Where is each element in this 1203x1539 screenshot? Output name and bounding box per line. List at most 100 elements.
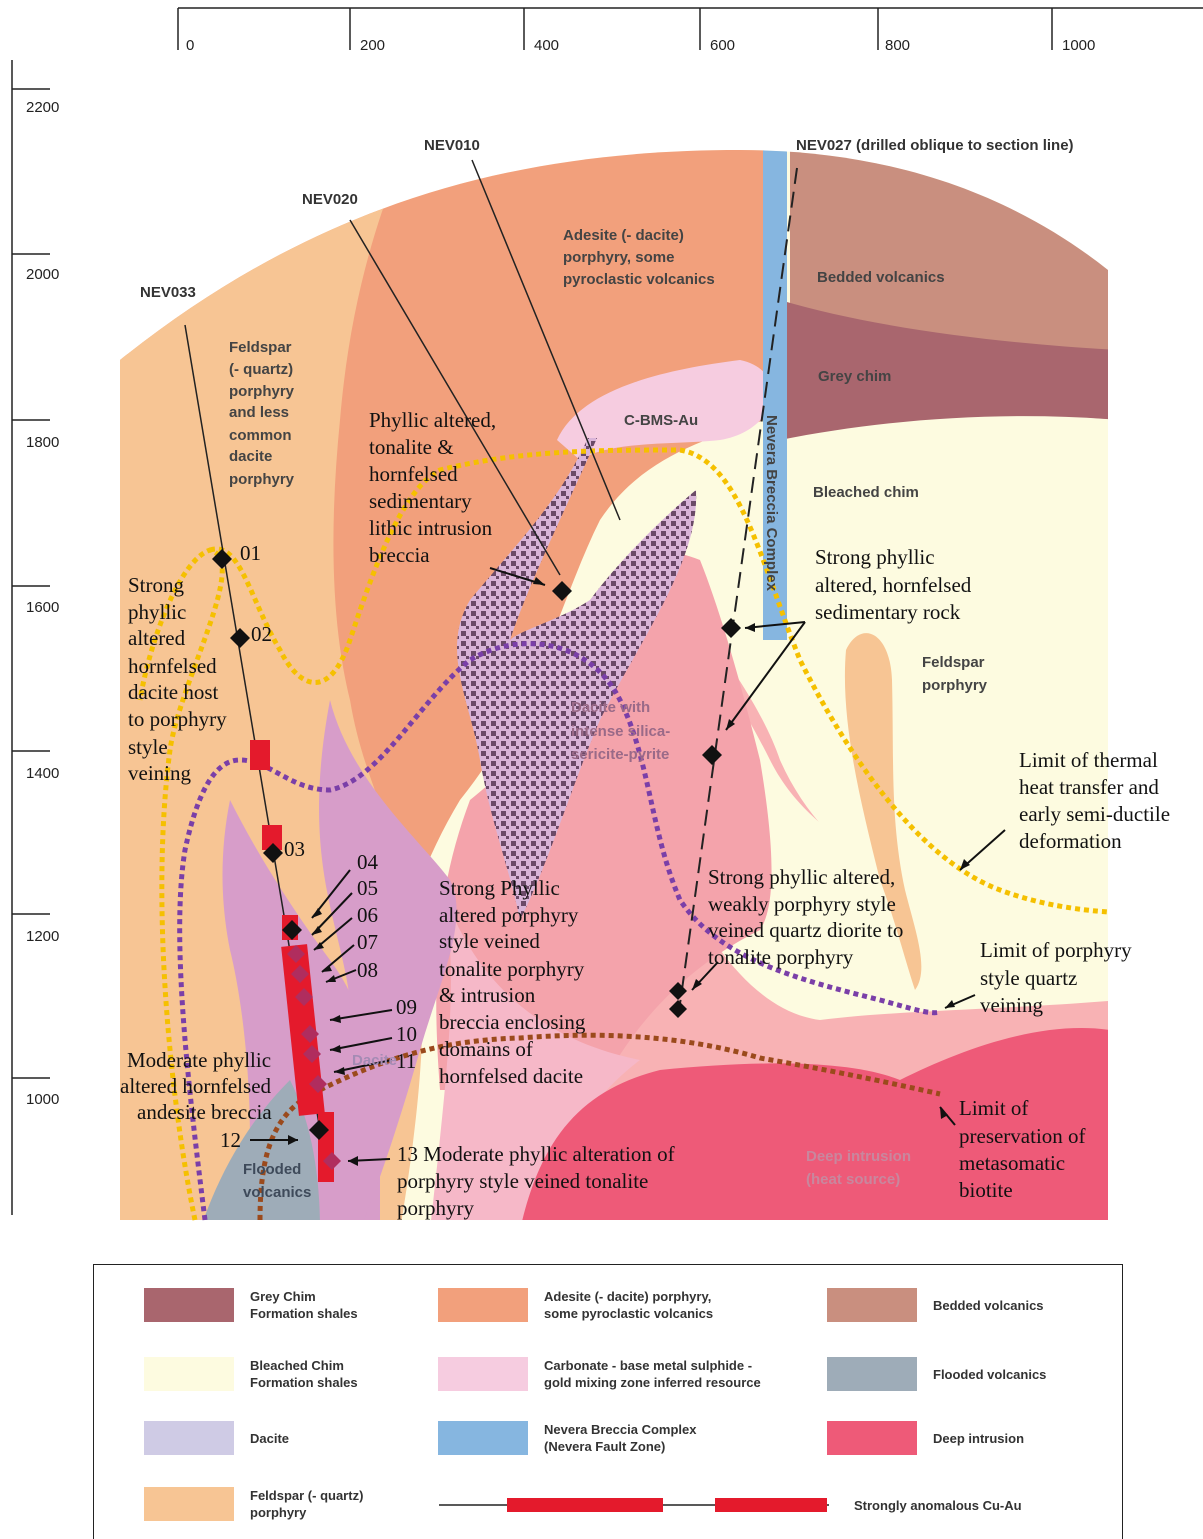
annotation-strong-quartz-diorite: tonalite porphyry	[708, 945, 854, 969]
annotation-phyllic-tonalite: tonalite &	[369, 435, 454, 459]
unit-label-dacite-silica: Dacite with	[571, 699, 650, 716]
geology-units	[120, 150, 1108, 1220]
unit-label-feldspar: and less	[229, 404, 289, 421]
unit-label-feldspar-right: Feldspar	[922, 654, 985, 671]
annotation-strong-quartz-diorite: weakly porphyry style	[708, 892, 896, 916]
annotation-moderate-andesite: andesite breccia	[137, 1100, 272, 1124]
legend-label: Grey Chim Formation shales	[250, 1289, 358, 1321]
legend-label: Dacite	[250, 1430, 290, 1446]
legend-item-bleached-chim: Bleached Chim Formation shales	[144, 1357, 358, 1391]
annotation-phyllic-tonalite: hornfelsed	[369, 462, 458, 486]
flooded-volcanics-unit	[200, 1080, 320, 1220]
arrowheads	[288, 577, 970, 1166]
feldspar-porphyry-right-unit	[844, 633, 922, 990]
unit-label-deep: Deep intrusion	[806, 1148, 911, 1165]
legend-item-bedded: Bedded volcanics	[827, 1288, 1044, 1322]
drillhole-label-nev027: NEV027 (drilled oblique to section line)	[796, 137, 1074, 154]
sample-label: 08	[357, 958, 378, 982]
legend-label: Deep intrusion	[933, 1430, 1025, 1446]
annotation-moderate-andesite: Moderate phyllic	[127, 1048, 271, 1072]
annotation-sample-13: porphyry style veined tonalite	[397, 1169, 648, 1193]
legend-swatch	[438, 1421, 528, 1455]
unit-label-feldspar: Feldspar	[229, 339, 292, 356]
legend-item-grey-chim: Grey Chim Formation shales	[144, 1288, 358, 1322]
legend-item-anomalous: Strongly anomalous Cu-Au	[439, 1495, 1022, 1515]
bleached-lower-unit	[660, 580, 1108, 1020]
annotation-sample-13: 13 Moderate phyllic alteration of	[397, 1142, 675, 1166]
legend-label: Bedded volcanics	[933, 1297, 1044, 1313]
annotation-strong-porphyry: & intrusion	[439, 983, 536, 1007]
annotation-strong-sedimentary: Strong phyllic	[815, 545, 935, 569]
annotation-strong-dacite: altered	[128, 626, 186, 650]
sample-label: 09	[396, 995, 417, 1019]
unit-label-deep: (heat source)	[806, 1171, 900, 1188]
annotation-phyllic-tonalite: sedimentary	[369, 489, 472, 513]
anomalous-bar	[507, 1498, 663, 1512]
y-tick-label: 1000	[26, 1091, 59, 1108]
annotation-strong-porphyry: altered porphyry	[439, 903, 579, 927]
legend-swatch	[827, 1288, 917, 1322]
drillhole-nev020	[349, 219, 561, 576]
sample-label: 10	[396, 1022, 417, 1046]
annotation-strong-dacite: to porphyry	[128, 707, 227, 731]
x-tick-label: 400	[534, 37, 559, 54]
unit-label-feldspar: dacite	[229, 448, 272, 465]
legend-label: Feldspar (- quartz) porphyry	[250, 1488, 364, 1520]
annotation-strong-dacite: hornfelsed	[128, 654, 217, 678]
annotation-porphyry-limit: style quartz	[980, 966, 1077, 990]
annotation-thermal-limit: deformation	[1019, 829, 1122, 853]
legend-label: Bleached Chim Formation shales	[250, 1358, 358, 1390]
y-tick-label: 1400	[26, 765, 59, 782]
unit-label-feldspar: common	[229, 427, 292, 444]
x-tick-label: 600	[710, 37, 735, 54]
annotation-porphyry-limit: veining	[980, 993, 1043, 1017]
sample-points-altered	[287, 945, 341, 1170]
sample-label: 02	[251, 622, 272, 646]
unit-label-andesite: porphyry, some	[563, 249, 674, 266]
annotation-thermal-limit: early semi-ductile	[1019, 802, 1170, 826]
annotation-strong-porphyry: hornfelsed dacite	[439, 1064, 583, 1088]
y-tick-label: 1200	[26, 928, 59, 945]
axis-frame	[11, 7, 1203, 1215]
unit-label-andesite: pyroclastic volcanics	[563, 271, 715, 288]
annotation-strong-porphyry: tonalite porphyry	[439, 957, 585, 981]
legend-label: Adesite (- dacite) porphyry, some pyrocl…	[544, 1289, 714, 1321]
legend-swatch	[144, 1288, 234, 1322]
annotation-moderate-andesite: altered hornfelsed	[120, 1074, 272, 1098]
annotation-strong-sedimentary: altered, hornfelsed	[815, 573, 972, 597]
phyllic-breccia-unit	[457, 438, 697, 920]
sample-label: 03	[284, 837, 305, 861]
drillhole-label-nev033: NEV033	[140, 284, 196, 301]
dacite-unit-2	[300, 700, 457, 1220]
geological-cross-section: 0 200 400 600 800 1000 2200 2000 1800 16…	[11, 7, 1203, 1221]
sample-label: 12	[220, 1128, 241, 1152]
annotation-thermal-limit: heat transfer and	[1019, 775, 1159, 799]
annotation-strong-dacite: style	[128, 735, 168, 759]
legend-item-feldspar: Feldspar (- quartz) porphyry	[144, 1487, 363, 1521]
legend-swatch	[144, 1487, 234, 1521]
drillhole-nev010	[471, 159, 621, 521]
deep-intrusion-unit	[520, 1028, 1108, 1220]
annotation-strong-porphyry: style veined	[439, 929, 540, 953]
sample-label: 01	[240, 541, 261, 565]
annotation-phyllic-tonalite: breccia	[369, 543, 430, 567]
unit-label-nevera: Nevera Breccia Complex	[763, 415, 780, 592]
unit-label-grey-chim: Grey chim	[818, 368, 891, 385]
y-tick-label: 2200	[26, 99, 59, 116]
legend-item-andesite: Adesite (- dacite) porphyry, some pyrocl…	[438, 1288, 713, 1322]
legend-item-cbms: Carbonate - base metal sulphide - gold m…	[438, 1357, 761, 1391]
legend-swatch	[827, 1357, 917, 1391]
drillhole-label-nev010: NEV010	[424, 137, 480, 154]
unit-label-feldspar: porphyry	[229, 471, 295, 488]
annotation-biotite-limit: biotite	[959, 1178, 1013, 1202]
cbms-unit	[557, 360, 773, 460]
unit-label-dacite-silica: intense silica-	[571, 723, 670, 740]
annotation-sample-13: porphyry	[397, 1196, 474, 1220]
unit-label-andesite: Adesite (- dacite)	[563, 227, 684, 244]
legend-swatch	[144, 1357, 234, 1391]
annotation-strong-porphyry: Strong Phyllic	[439, 876, 560, 900]
legend: Grey Chim Formation shales Adesite (- da…	[93, 1264, 1123, 1539]
legend-label: Carbonate - base metal sulphide - gold m…	[544, 1358, 761, 1390]
annotation-strong-dacite: veining	[128, 761, 191, 785]
annotation-porphyry-limit: Limit of porphyry	[980, 938, 1132, 962]
